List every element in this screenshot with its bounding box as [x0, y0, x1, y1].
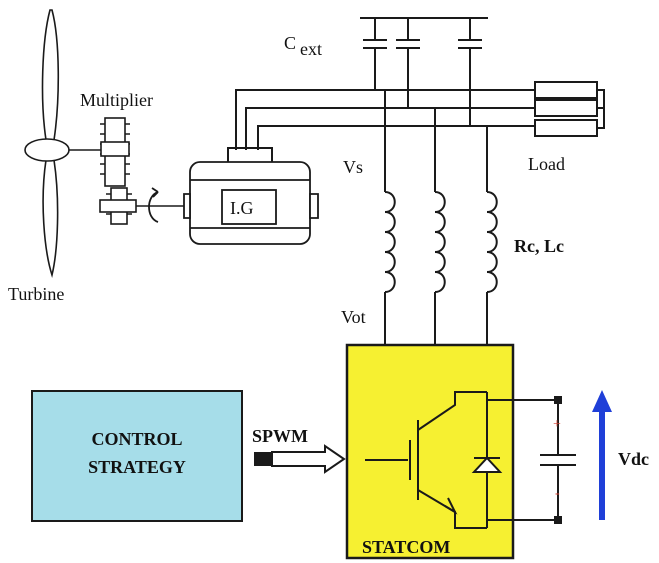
- svg-text:STATCOM: STATCOM: [362, 537, 450, 557]
- coupling-inductors: [384, 90, 498, 345]
- control-strategy-block: CONTROL STRATEGY: [31, 390, 243, 522]
- svg-text:C: C: [284, 33, 296, 53]
- induction-generator-icon: [183, 161, 319, 245]
- load-resistors: [534, 81, 605, 137]
- dc-capacitor: [513, 396, 576, 524]
- svg-text:STRATEGY: STRATEGY: [88, 457, 186, 477]
- cap-minus-sign: -: [555, 486, 560, 501]
- vot-label: Vot: [341, 307, 366, 327]
- generator-label: I.G: [230, 198, 254, 218]
- svg-text:ext: ext: [300, 39, 322, 59]
- spwm-label: SPWM: [252, 426, 308, 446]
- statcom-block: STATCOM: [345, 343, 515, 560]
- vdc-label: Vdc: [618, 449, 649, 469]
- cap-plus-sign: +: [553, 417, 561, 432]
- three-phase-bus: [227, 68, 535, 164]
- capacitor-bank-cext: [360, 17, 488, 68]
- vs-label: Vs: [343, 157, 363, 177]
- right-arrow-icon: [254, 444, 346, 474]
- up-arrow-icon: [592, 390, 612, 520]
- load-label: Load: [528, 154, 565, 174]
- rotation-arrow-icon: [148, 187, 159, 223]
- turbine-label: Turbine: [8, 284, 64, 304]
- turbine-icon: [24, 9, 102, 278]
- cext-label: C ext: [284, 33, 322, 59]
- igbt-switch-icon: [365, 391, 513, 529]
- multiplier-gearbox-icon: [99, 117, 190, 225]
- svg-text:CONTROL: CONTROL: [91, 429, 182, 449]
- multiplier-label: Multiplier: [80, 90, 153, 110]
- rc-lc-label: Rc, Lc: [514, 236, 564, 256]
